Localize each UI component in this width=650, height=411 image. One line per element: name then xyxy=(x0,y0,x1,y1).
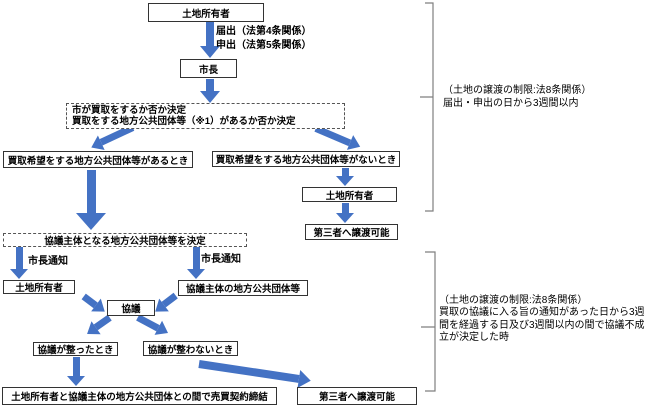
bracket-top-section xyxy=(420,2,434,212)
node-has-buyer: 買取希望をする地方公共団体等があるとき xyxy=(3,151,193,168)
decision-line-2: 買取をする地方公共団体等（※1）があるか否か決定 xyxy=(72,116,296,127)
node-mayor: 市長 xyxy=(180,59,237,78)
node-not-agreed: 協議が整わないとき xyxy=(143,341,238,356)
arrow-shaft xyxy=(198,360,300,383)
node-sale-contract: 土地所有者と協議主体の地方公共団体との間で売買契約締結 xyxy=(2,387,277,405)
edge-label-mayor-notice-right: 市長通知 xyxy=(201,254,241,265)
edge-label-notification: 届出（法第4条関係） xyxy=(216,26,312,37)
annotation-top-line1: （土地の譲渡の制限:法8条関係） xyxy=(443,85,592,96)
node-landowner-left: 土地所有者 xyxy=(3,280,75,294)
arrow-head xyxy=(10,269,28,279)
node-consultation: 協議 xyxy=(107,300,155,316)
annotation-bottom-line1: （土地の譲渡の制限:法8条関係） xyxy=(439,295,588,306)
edge-label-application: 申出（法第5条関係） xyxy=(216,40,312,51)
node-transfer-possible-right: 第三者へ譲渡可能 xyxy=(305,224,398,240)
arrow-shaft xyxy=(72,357,80,376)
arrow-shaft xyxy=(341,203,349,213)
arrow-agreed-to-contract xyxy=(67,357,85,386)
arrow-shaft xyxy=(15,247,23,269)
node-landowner-top: 土地所有者 xyxy=(148,3,264,22)
arrow-shaft xyxy=(341,168,349,176)
node-purchase-decision: 市が買取をするか否か決定 買取をする地方公共団体等（※1）があるか否か決定 xyxy=(66,103,345,129)
node-landowner-right: 土地所有者 xyxy=(302,187,397,202)
arrow-shaft xyxy=(192,247,200,269)
edge-label-mayor-notice-left: 市長通知 xyxy=(28,256,68,267)
annotation-bottom: （土地の譲渡の制限:法8条関係） 買取の協議に入る旨の通知があった日から3週間を… xyxy=(439,295,646,344)
node-consult-entity: 協議主体の地方公共団体等 xyxy=(178,280,308,296)
arrow-head xyxy=(67,376,85,386)
annotation-top-line2: 届出・申出の日から3週間以内 xyxy=(443,98,579,109)
bracket-bottom-section xyxy=(421,251,436,392)
arrow-head xyxy=(336,213,354,223)
arrow-head xyxy=(200,91,220,103)
arrow-head xyxy=(200,46,220,58)
arrow-shaft xyxy=(206,79,214,91)
arrow-notice-left xyxy=(10,247,28,279)
node-decide-entity: 協議主体となる地方公共団体等を決定 xyxy=(3,233,247,247)
node-transfer-possible-bottom: 第三者へ譲渡可能 xyxy=(297,387,417,405)
arrow-mayor-to-decision xyxy=(200,79,220,103)
node-no-buyer: 買取希望をする地方公共団体等がないとき xyxy=(212,151,400,167)
arrow-notice-right xyxy=(187,247,205,279)
arrow-nobuyer-to-landowner xyxy=(336,168,354,186)
decision-line-1: 市が買取をするか否か決定 xyxy=(72,104,187,116)
node-agreed: 協議が整ったとき xyxy=(33,342,118,356)
annotation-top: （土地の譲渡の制限:法8条関係） 届出・申出の日から3週間以内 xyxy=(443,84,591,110)
arrow-head xyxy=(76,213,106,230)
arrow-notagreed-to-transfer xyxy=(198,354,313,390)
annotation-bottom-body: 買取の協議に入る旨の通知があった日から3週間を経過する日及び3週間以内の間で協議… xyxy=(439,307,645,343)
arrow-shaft xyxy=(86,170,96,213)
arrow-shaft xyxy=(136,313,160,331)
arrow-shaft xyxy=(206,22,214,46)
arrow-head xyxy=(187,269,205,279)
arrow-hasbuyer-to-decide-entity xyxy=(76,170,106,230)
arrow-head xyxy=(336,176,354,186)
arrow-landowner-to-mayor xyxy=(200,22,220,58)
arrow-landowner-to-transfer-right xyxy=(336,203,354,223)
